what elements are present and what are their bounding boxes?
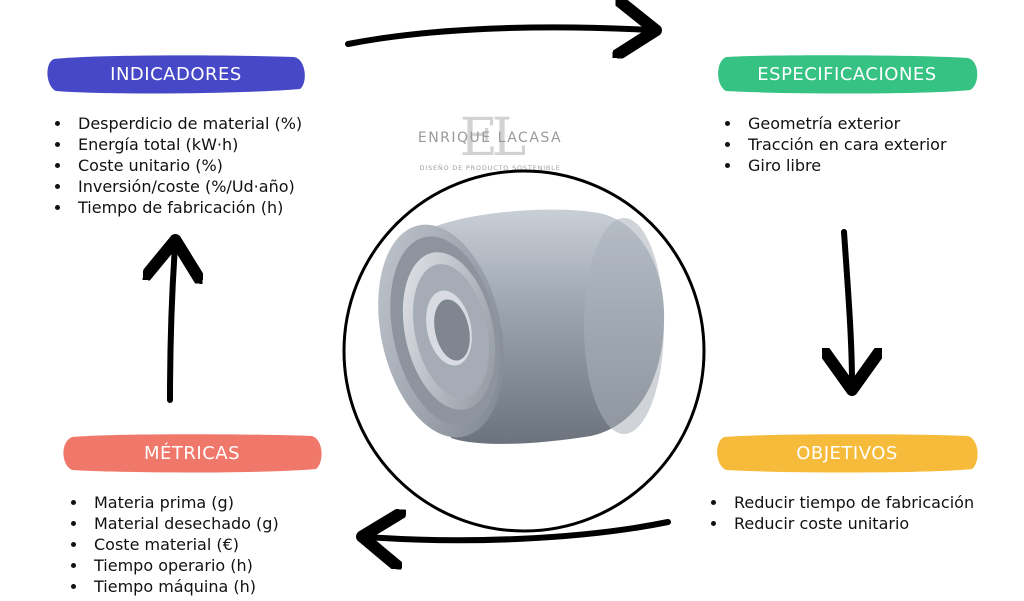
list-item: Giro libre — [742, 155, 947, 176]
indicadores-list: Desperdicio de material (%) Energía tota… — [56, 113, 302, 218]
list-item: Reducir tiempo de fabricación — [728, 492, 974, 513]
especificaciones-list: Geometría exterior Tracción en cara exte… — [726, 113, 947, 176]
especificaciones-header: ESPECIFICACIONES — [714, 53, 980, 95]
list-item: Tiempo máquina (h) — [88, 576, 279, 597]
arrow-right — [844, 229, 852, 384]
list-item: Coste material (€) — [88, 534, 279, 555]
list-item: Tiempo de fabricación (h) — [72, 197, 302, 218]
objetivos-header: OBJETIVOS — [714, 432, 980, 474]
arrow-bottom — [368, 522, 671, 540]
list-item: Materia prima (g) — [88, 492, 279, 513]
logo-name: ENRIQUE LACASA — [417, 130, 563, 146]
objetivos-list: Reducir tiempo de fabricación Reducir co… — [712, 492, 974, 534]
especificaciones-title: ESPECIFICACIONES — [757, 63, 937, 85]
metricas-header: MÉTRICAS — [60, 432, 324, 474]
list-item: Energía total (kW·h) — [72, 134, 302, 155]
list-item: Material desechado (g) — [88, 513, 279, 534]
list-item: Reducir coste unitario — [728, 513, 974, 534]
metricas-title: MÉTRICAS — [143, 442, 241, 464]
brand-logo: EL ENRIQUE LACASA DISEÑO DE PRODUCTO SOS… — [400, 112, 580, 176]
objetivos-title: OBJETIVOS — [796, 442, 898, 464]
logo-monogram: EL — [459, 108, 527, 168]
arrow-left — [170, 246, 175, 403]
metricas-list: Materia prima (g) Material desechado (g)… — [72, 492, 279, 597]
list-item: Inversión/coste (%/Ud·año) — [72, 176, 302, 197]
arrow-top — [345, 27, 650, 44]
center-part-image — [342, 169, 706, 533]
list-item: Geometría exterior — [742, 113, 947, 134]
logo-tagline: DISEÑO DE PRODUCTO SOSTENIBLE — [419, 164, 561, 172]
list-item: Coste unitario (%) — [72, 155, 302, 176]
indicadores-title: INDICADORES — [110, 63, 242, 85]
list-item: Tracción en cara exterior — [742, 134, 947, 155]
list-item: Desperdicio de material (%) — [72, 113, 302, 134]
list-item: Tiempo operario (h) — [88, 555, 279, 576]
indicadores-header: INDICADORES — [44, 53, 308, 95]
